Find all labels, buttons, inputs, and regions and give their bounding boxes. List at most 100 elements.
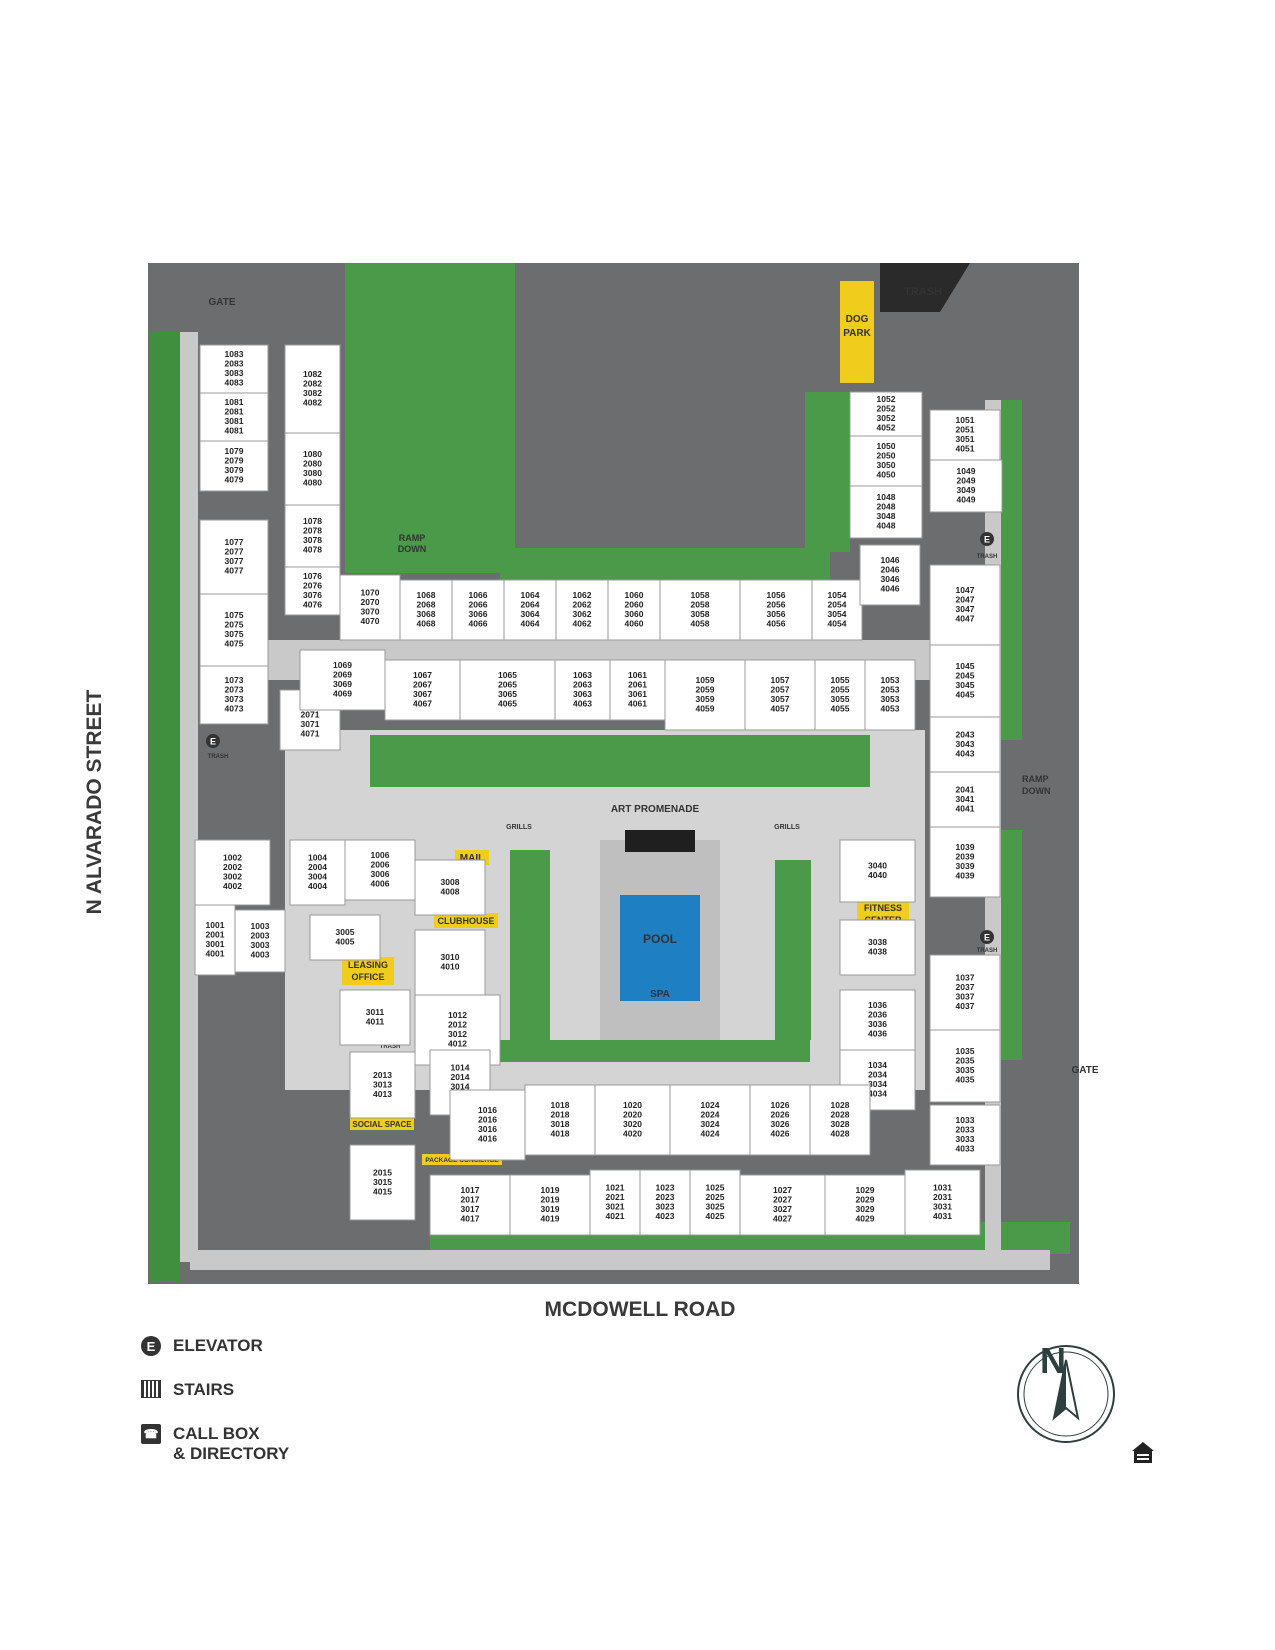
unit-outline — [349, 1051, 416, 1119]
unit-outline — [399, 579, 453, 641]
unit-number: 3036 — [868, 1019, 887, 1029]
mail-label: MAIL — [460, 853, 484, 864]
unit-number: 1046 — [881, 555, 900, 565]
unit-number: 3041 — [956, 794, 975, 804]
courtyard-green-west — [510, 850, 550, 1040]
unit-number: 3006 — [371, 869, 390, 879]
unit-number: 1001 — [206, 920, 225, 930]
unit-outline — [929, 716, 1001, 773]
unit-number: 1023 — [656, 1183, 675, 1193]
elevator-glyph: E — [210, 737, 216, 747]
unit-number: 4041 — [956, 803, 975, 813]
unit-blocks: 1083208330834083108220823082408210812081… — [194, 344, 1003, 1236]
unit-number: 3003 — [251, 940, 270, 950]
clubhouse-tag — [434, 913, 498, 928]
unit-number: 2012 — [448, 1020, 467, 1030]
unit-number: 2063 — [573, 680, 592, 690]
unit-number: 1006 — [371, 850, 390, 860]
unit-number: 2029 — [856, 1195, 875, 1205]
unit-number: 1027 — [773, 1185, 792, 1195]
unit-outline — [811, 579, 863, 641]
unit-number: 3073 — [225, 694, 244, 704]
unit-number: 4043 — [956, 748, 975, 758]
ramp-east-label-1: RAMP — [1022, 774, 1049, 784]
unit-number: 2016 — [478, 1115, 497, 1125]
trash-enclosure — [880, 263, 970, 312]
unit-number: 4053 — [881, 704, 900, 714]
unit-number: 1004 — [308, 853, 327, 863]
unit-outline — [639, 1169, 691, 1236]
unit-number: 1024 — [701, 1100, 720, 1110]
unit-outline — [809, 1084, 871, 1156]
unit-number: 1052 — [877, 394, 896, 404]
unit-outline — [344, 839, 416, 901]
unit-number: 4067 — [413, 699, 432, 709]
unit-number: 2054 — [828, 600, 847, 610]
social-space-label: SOCIAL SPACE — [352, 1120, 412, 1129]
unit-number: 1028 — [831, 1100, 850, 1110]
unit-number: 2045 — [956, 671, 975, 681]
unit-number: 1019 — [541, 1185, 560, 1195]
unit-number: 4012 — [448, 1039, 467, 1049]
unit-outline — [839, 839, 916, 903]
unit-number: 3040 — [868, 861, 887, 871]
unit-number: 3045 — [956, 680, 975, 690]
unit-number: 4065 — [498, 699, 517, 709]
unit-number: 4026 — [771, 1129, 790, 1139]
unit-number: 3054 — [828, 609, 847, 619]
unit-number: 1051 — [956, 415, 975, 425]
unit-number: 3011 — [366, 1007, 385, 1017]
fitness-label-1: FITNESS — [864, 903, 902, 913]
unit-number: 3002 — [223, 872, 242, 882]
unit-number: 4034 — [868, 1089, 887, 1099]
unit-outline — [284, 504, 341, 568]
unit-number: 3020 — [623, 1119, 642, 1129]
unit-number: 3083 — [225, 368, 244, 378]
unit-number: 3027 — [773, 1204, 792, 1214]
unit-outline — [904, 1169, 981, 1236]
unit-number: 1055 — [831, 675, 850, 685]
unit-number: 4079 — [225, 475, 244, 485]
unit-number: 3052 — [877, 413, 896, 423]
unit-outline — [739, 1174, 826, 1236]
pool-label: POOL — [643, 932, 677, 946]
unit-number: 4045 — [956, 690, 975, 700]
unit-number: 2067 — [413, 680, 432, 690]
lawn-southeast — [1000, 830, 1022, 1060]
unit-number: 3059 — [696, 694, 715, 704]
unit-number: 3066 — [469, 609, 488, 619]
unit-number: 1083 — [225, 349, 244, 359]
unit-number: 1049 — [957, 466, 976, 476]
unit-number: 4001 — [206, 949, 225, 959]
unit-outline — [414, 859, 486, 916]
compass-icon — [1017, 1345, 1115, 1443]
unit-number: 3076 — [303, 590, 322, 600]
unit-number: 1017 — [461, 1185, 480, 1195]
unit-number: 2025 — [706, 1192, 725, 1202]
unit-number: 1076 — [303, 571, 322, 581]
ramp-north-label-1: RAMP — [399, 533, 426, 543]
unit-outline — [929, 409, 1001, 461]
unit-outline — [554, 659, 611, 721]
unit-number: 2057 — [771, 685, 790, 695]
unit-outline — [849, 485, 923, 539]
unit-number: 4031 — [933, 1211, 952, 1221]
legend-stairs: STAIRS — [141, 1380, 234, 1400]
pool — [620, 895, 700, 983]
unit-number: 4070 — [361, 616, 380, 626]
unit-number: 4057 — [771, 704, 790, 714]
unit-number: 2026 — [771, 1110, 790, 1120]
unit-number: 2056 — [767, 600, 786, 610]
